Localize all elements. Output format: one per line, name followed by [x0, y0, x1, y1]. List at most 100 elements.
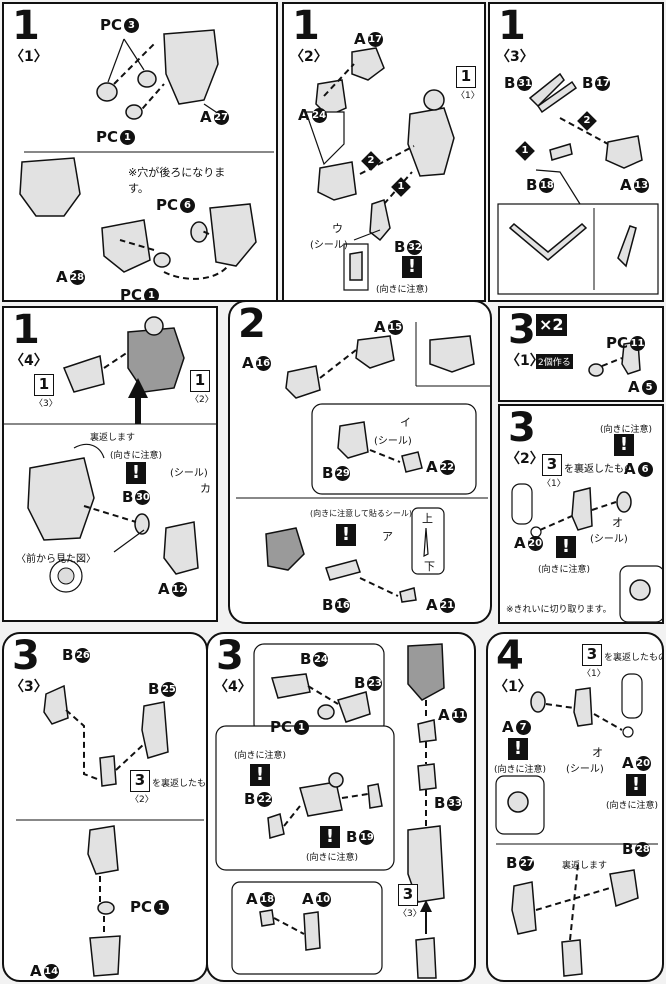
ref-box-sub: 〈3〉 — [398, 909, 422, 919]
sub-step: 〈1〉 — [494, 679, 532, 695]
step-number: 3 — [12, 633, 40, 679]
step-number: 3 — [508, 307, 536, 353]
sub-step: 〈2〉 — [290, 49, 328, 65]
caution-icon: ! — [336, 524, 356, 546]
caution-icon: ! — [126, 462, 146, 484]
seal-label: (シール) — [170, 468, 208, 479]
step-number: 1 — [292, 3, 320, 49]
direction-up: 上 — [422, 512, 433, 525]
ref-box-sub: 〈1〉 — [582, 669, 606, 679]
sub-step: 〈3〉 — [496, 49, 534, 65]
make-two-text: 2個作る — [536, 354, 573, 369]
note-hole-back: ※穴が後ろになります。 — [128, 166, 226, 195]
caution-icon-2: ! — [556, 536, 576, 558]
seal-label: (シール) — [310, 240, 348, 251]
flipped-text: を裏返したもの — [604, 653, 664, 663]
caution-text: (向きに注意) — [110, 451, 163, 461]
ref-box-3-sub: 〈3〉 — [34, 399, 58, 409]
step-number: 3 — [216, 633, 244, 679]
caution-text: (向きに注意) — [376, 285, 429, 295]
panel-step-3-3: 3 〈3〉 B26 B25 3 〈2〉 を裏返したもの PC1 A14 — [2, 632, 208, 982]
arrow-step-2: 2 — [361, 151, 381, 171]
caution-icon: ! — [250, 764, 270, 786]
panel-step-3-4: 3 〈4〉 — [206, 632, 476, 982]
step-number: 2 — [238, 301, 266, 347]
caution-text: (向きに注意して貼るシール) — [310, 509, 413, 518]
ref-box: 3 — [542, 454, 562, 476]
step-number: 4 — [496, 633, 524, 679]
sub-step: 〈1〉 — [10, 49, 48, 65]
caution-icon: ! — [614, 434, 634, 456]
ref-box-sub: 〈1〉 — [456, 91, 480, 101]
seal-kana: カ — [200, 482, 211, 495]
direction-down: 下 — [424, 560, 435, 573]
ref-box-3: 1 — [34, 374, 54, 396]
step-number: 3 — [508, 405, 536, 451]
panel-step-1-4: 1 〈4〉 1 〈3〉 1 〈2〉 裏返します ! (向きに注意) (シール) … — [2, 306, 218, 622]
sub-step: 〈3〉 — [10, 679, 48, 695]
seal-kana: オ — [612, 516, 623, 529]
seal-kana: イ — [400, 416, 411, 429]
ref-box-2: 1 — [190, 370, 210, 392]
arrow-step-1: 1 — [515, 141, 535, 161]
caution-text-2: (向きに注意) — [306, 853, 359, 863]
quantity-badge: ×2 — [536, 314, 567, 336]
sub-step: 〈2〉 — [506, 451, 544, 467]
caution-text-2: (向きに注意) — [538, 565, 591, 575]
caution-text-2: (向きに注意) — [606, 801, 659, 811]
seal-kana: ア — [382, 530, 393, 543]
flip-text: 裏返します — [562, 861, 608, 871]
caution-icon-2: ! — [626, 774, 646, 796]
arrow-step-2: 2 — [577, 111, 597, 131]
seal-kana: ウ — [332, 222, 343, 235]
sub-step: 〈4〉 — [10, 353, 48, 369]
ref-box: 1 — [456, 66, 476, 88]
ref-box-sub: 〈1〉 — [542, 479, 566, 489]
seal-label: (シール) — [374, 436, 412, 447]
step-number: 1 — [498, 3, 526, 49]
ref-box: 3 — [130, 770, 150, 792]
step-number: 1 — [12, 307, 40, 353]
ref-box: 3 — [398, 884, 418, 906]
